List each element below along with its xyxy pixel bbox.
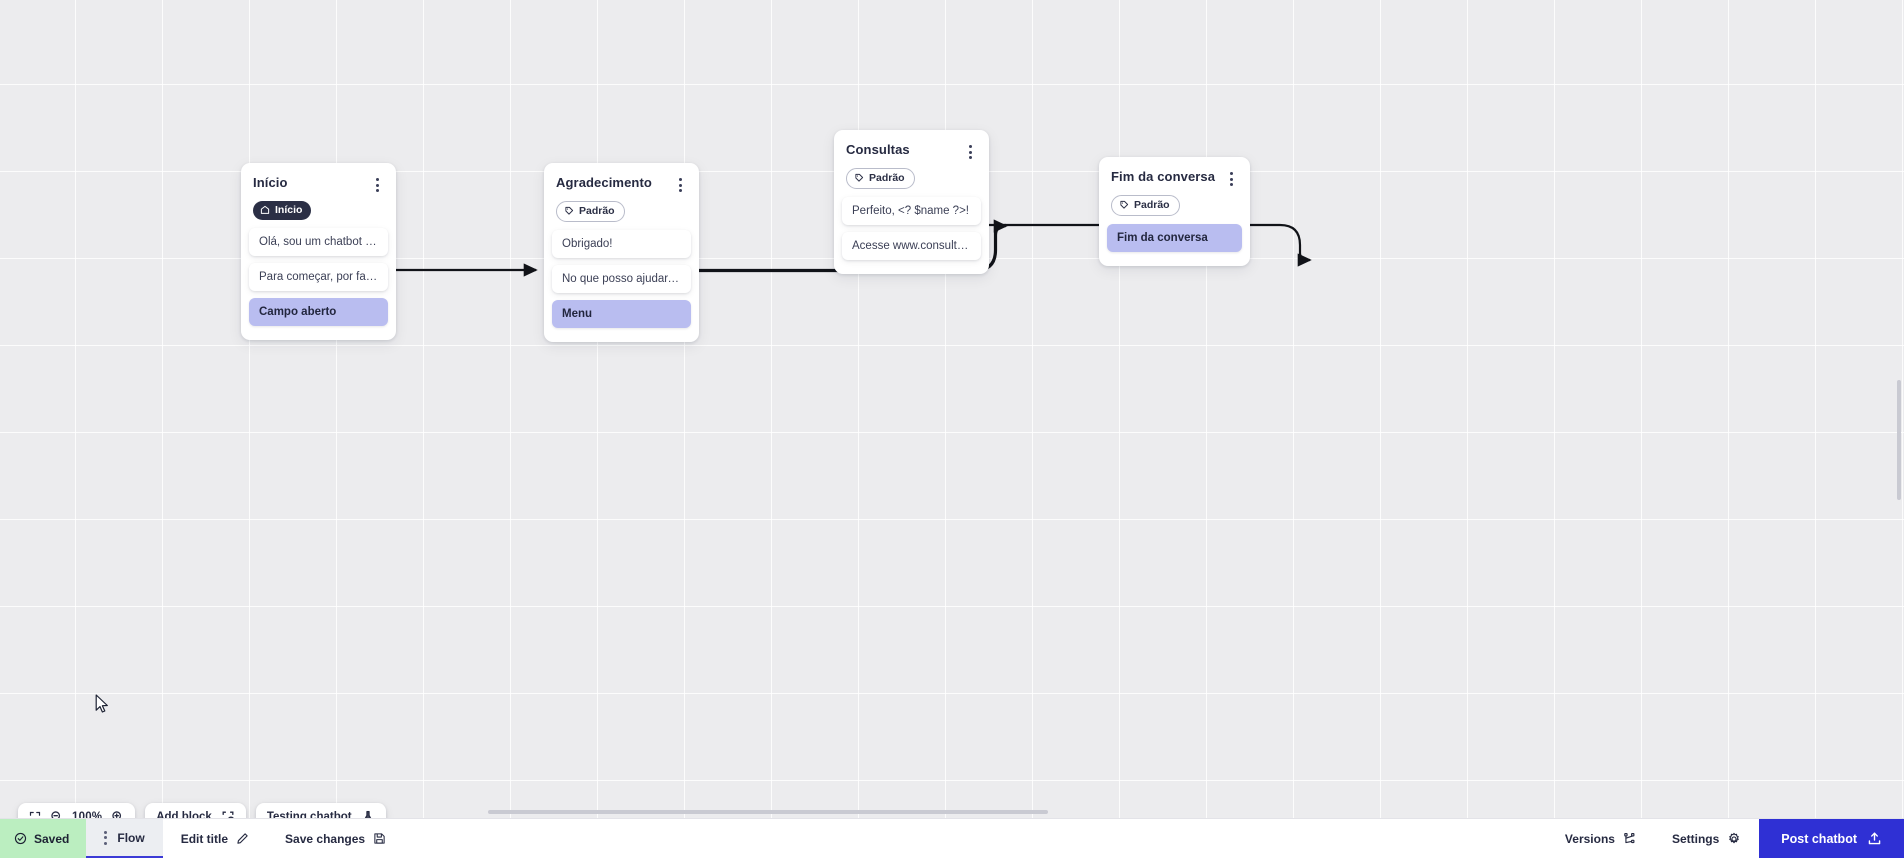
flow-node-agradecimento[interactable]: Agradecimento Padrão Obrigado! No que po… (544, 163, 699, 342)
node-header: Agradecimento (544, 171, 699, 194)
saved-status-badge: Saved (0, 819, 87, 858)
bottom-bar: Saved Flow Edit title Save changes Versi… (0, 818, 1904, 858)
node-row[interactable]: Olá, sou um chatbot de teste! (249, 228, 388, 257)
node-badge-label: Início (275, 204, 303, 216)
node-title: Fim da conversa (1111, 169, 1216, 184)
node-row[interactable]: No que posso ajudar, <? $name ... (552, 264, 691, 293)
saved-label: Saved (34, 831, 70, 846)
drag-dots-icon[interactable] (104, 830, 108, 845)
save-changes-label: Save changes (285, 831, 366, 846)
node-row[interactable]: Acesse www.consultas.com par... (842, 231, 981, 260)
node-badge-row: Padrão (1099, 188, 1250, 219)
tag-icon (565, 207, 574, 215)
settings-button[interactable]: Settings (1654, 819, 1759, 858)
tab-flow-label: Flow (117, 830, 145, 845)
node-badge-row: Padrão (544, 194, 699, 225)
node-row-accent[interactable]: Menu (552, 299, 691, 328)
node-header: Fim da conversa (1099, 165, 1250, 188)
flow-node-fim-da-conversa[interactable]: Fim da conversa Padrão Fim da conversa (1099, 157, 1250, 266)
upload-icon (1868, 832, 1881, 845)
node-menu-kebab-icon[interactable] (370, 176, 384, 194)
node-row-accent[interactable]: Campo aberto (249, 298, 388, 327)
node-title: Consultas (846, 142, 910, 157)
node-badge-row: Padrão (834, 161, 989, 192)
node-rows: Fim da conversa (1099, 219, 1250, 252)
branch-icon (1624, 833, 1635, 844)
node-title: Agradecimento (556, 175, 652, 190)
versions-label: Versions (1564, 831, 1615, 846)
node-title: Início (253, 175, 288, 190)
node-badge-padrao[interactable]: Padrão (1111, 195, 1180, 216)
edit-title-label: Edit title (180, 831, 229, 846)
horizontal-scrollbar[interactable] (488, 810, 1048, 814)
node-menu-kebab-icon[interactable] (963, 143, 977, 161)
home-icon (260, 206, 270, 215)
node-row-accent[interactable]: Fim da conversa (1107, 223, 1242, 252)
post-chatbot-button[interactable]: Post chatbot (1759, 819, 1904, 858)
versions-button[interactable]: Versions (1547, 819, 1654, 858)
bottom-bar-left: Saved Flow Edit title Save changes (0, 819, 404, 858)
node-badge-row: Início (241, 194, 396, 223)
node-row[interactable]: Para começar, por favor digite o ... (249, 263, 388, 292)
node-badge-label: Padrão (579, 205, 615, 217)
node-header: Início (241, 171, 396, 194)
node-rows: Olá, sou um chatbot de teste! Para começ… (241, 223, 396, 327)
node-badge-inicio[interactable]: Início (253, 201, 312, 220)
edit-title-button[interactable]: Edit title (163, 819, 267, 858)
flow-node-consultas[interactable]: Consultas Padrão Perfeito, <? $name ?>! … (834, 130, 989, 274)
post-chatbot-label: Post chatbot (1781, 831, 1857, 846)
node-menu-kebab-icon[interactable] (673, 176, 687, 194)
node-badge-label: Padrão (1134, 199, 1170, 211)
node-header: Consultas (834, 138, 989, 161)
flow-node-inicio[interactable]: Início Início Olá, sou um chatbot de tes… (241, 163, 396, 341)
node-badge-padrao[interactable]: Padrão (846, 168, 915, 189)
floppy-disk-icon (374, 833, 385, 844)
settings-label: Settings (1671, 831, 1720, 846)
node-rows: Perfeito, <? $name ?>! Acesse www.consul… (834, 192, 989, 260)
node-badge-padrao[interactable]: Padrão (556, 201, 625, 222)
tag-icon (855, 174, 864, 182)
node-badge-label: Padrão (869, 172, 905, 184)
tag-icon (1120, 201, 1129, 209)
pencil-icon (237, 833, 248, 844)
bottom-bar-right: Versions Settings Post chatbot (1547, 819, 1904, 858)
node-menu-kebab-icon[interactable] (1224, 170, 1238, 188)
node-row[interactable]: Obrigado! (552, 229, 691, 258)
save-changes-button[interactable]: Save changes (267, 819, 404, 858)
check-circle-icon (14, 832, 27, 845)
vertical-scrollbar[interactable] (1897, 380, 1901, 500)
node-rows: Obrigado! No que posso ajudar, <? $name … (544, 225, 699, 328)
node-row[interactable]: Perfeito, <? $name ?>! (842, 196, 981, 225)
gear-icon (1729, 832, 1740, 843)
tab-flow[interactable]: Flow (86, 819, 163, 858)
